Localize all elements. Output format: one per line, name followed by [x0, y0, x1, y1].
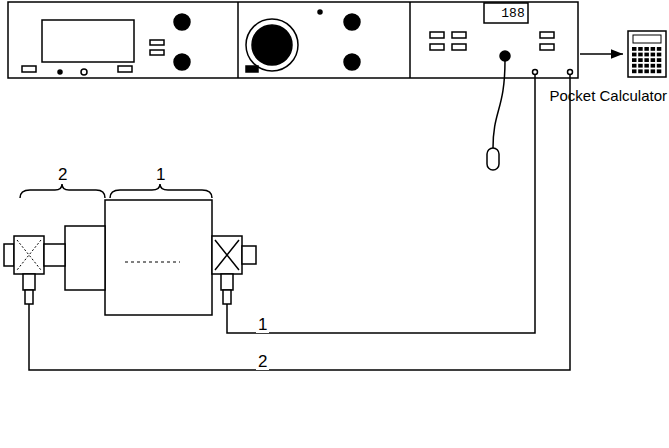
coupler-port	[221, 274, 233, 290]
waveguide-stub	[4, 244, 14, 266]
panel-divider	[237, 2, 239, 78]
stage-number: 1	[154, 166, 167, 183]
dial-ring	[246, 19, 298, 71]
switch	[118, 66, 132, 72]
pocket-calculator: Pocket Calculator	[627, 30, 667, 78]
coax-connector	[223, 290, 231, 304]
display-reading: 188	[486, 7, 540, 21]
knob	[174, 54, 190, 70]
tuning-dial	[252, 25, 292, 65]
button	[452, 44, 466, 50]
probe-cable	[493, 60, 505, 148]
switch	[150, 50, 164, 55]
connector	[81, 69, 87, 75]
input-jack	[533, 70, 538, 75]
panel-divider	[409, 2, 411, 78]
coupler-port	[23, 274, 35, 290]
button	[430, 32, 444, 38]
calculator-icon	[627, 30, 667, 78]
coupler-mark	[17, 240, 41, 270]
indicator	[318, 10, 322, 14]
cable-2	[29, 75, 570, 370]
cable-1	[227, 75, 535, 333]
instrument-rack	[8, 2, 578, 78]
waveguide-stub	[44, 244, 65, 266]
stage-number: 2	[56, 166, 69, 183]
button	[452, 32, 466, 38]
amplifier-stage-1	[105, 200, 212, 315]
knob	[174, 14, 190, 30]
button	[430, 44, 444, 50]
cable-number: 2	[256, 353, 269, 370]
directional-coupler	[14, 236, 44, 274]
instrument-rack: 188	[8, 2, 578, 78]
knob	[500, 51, 510, 61]
button	[540, 44, 554, 50]
scope-screen	[42, 20, 134, 62]
input-jack	[568, 70, 573, 75]
knob	[344, 14, 360, 30]
coax-connector	[25, 290, 33, 304]
knob	[344, 54, 360, 70]
nameplate	[125, 262, 180, 263]
brace	[20, 184, 105, 198]
cable-number: 1	[256, 316, 269, 333]
waveguide-stub	[242, 246, 256, 264]
button	[540, 32, 554, 38]
switch	[246, 66, 258, 72]
connector	[58, 70, 62, 74]
directional-coupler	[212, 236, 242, 274]
switch	[150, 40, 164, 45]
data-transfer-arrow	[580, 53, 623, 55]
coupler-mark	[215, 240, 239, 270]
power-sensor	[487, 148, 499, 170]
device-caption: Pocket Calculator	[549, 88, 667, 105]
switch	[22, 66, 36, 72]
amplifier-stage-2	[65, 226, 105, 290]
brace	[110, 184, 212, 198]
